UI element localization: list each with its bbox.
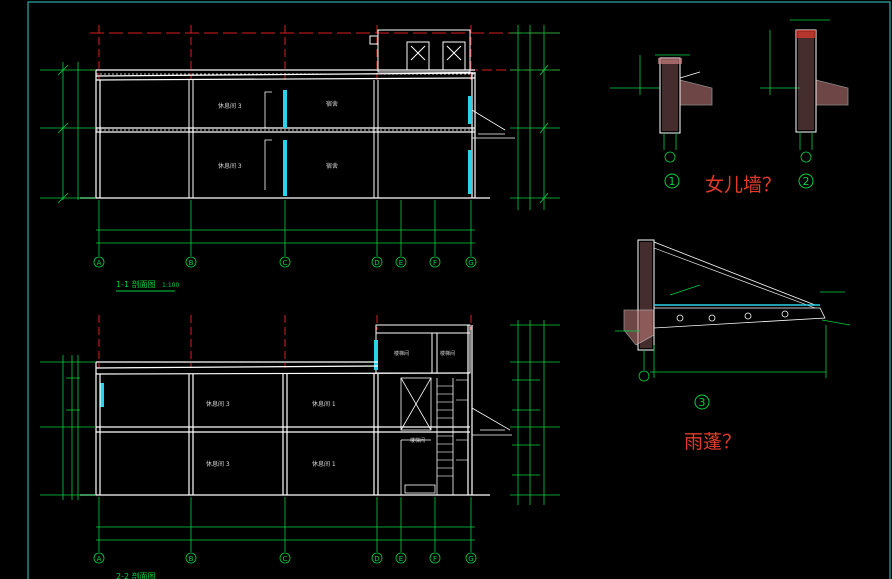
canopy-question-annotation: 雨蓬？ (684, 431, 742, 453)
axis-label: E (399, 259, 403, 267)
section-2-2: 休息间 3 休息间 1 休息间 3 休息间 1 楼梯间 楼梯间 楼梯间 (40, 315, 560, 579)
axis-label: G (468, 259, 473, 267)
axis-label: C (283, 259, 288, 267)
room-label: 宿舍 (326, 162, 338, 170)
room-label: 休息间 3 (206, 460, 230, 468)
axis-label: F (433, 259, 437, 267)
room-label: 休息间 1 (312, 460, 336, 468)
room-label: 宿舍 (326, 100, 338, 108)
detail-number: 2 (803, 175, 810, 188)
parapet-question-annotation: 女儿墙？ (705, 174, 782, 196)
axis-label: F (433, 555, 437, 563)
detail-1-parapet: 1 (610, 54, 713, 189)
room-label: 休息间 3 (206, 400, 230, 408)
detail-number: 1 (669, 175, 676, 188)
section-scale: 1:100 (162, 282, 179, 289)
axis-label: E (399, 555, 403, 563)
room-label: 楼梯间 (440, 350, 455, 357)
drawing-frame (27, 1, 891, 579)
room-label: 楼梯间 (410, 437, 425, 444)
room-label: 休息间 1 (312, 400, 336, 408)
room-label: 楼梯间 (394, 350, 409, 357)
room-label: 休息间 3 (218, 102, 242, 110)
detail-2-parapet: 2 (760, 19, 849, 189)
axis-label: C (283, 555, 288, 563)
section-1-1: 休息间 3 宿舍 休息间 3 宿舍 (40, 25, 560, 292)
room-label: 休息间 3 (218, 162, 242, 170)
axis-label: A (97, 259, 102, 267)
section-title: 1-1 剖面图 (116, 279, 156, 289)
axis-label: G (468, 555, 473, 563)
axis-label: D (374, 259, 379, 267)
axis-label: B (189, 555, 194, 563)
axis-label: B (189, 259, 194, 267)
axis-label: D (374, 555, 379, 563)
detail-number: 3 (699, 396, 706, 409)
detail-3-canopy: 3 (615, 239, 851, 410)
section-title: 2-2 剖面图 (116, 571, 156, 579)
axis-label: A (97, 555, 102, 563)
